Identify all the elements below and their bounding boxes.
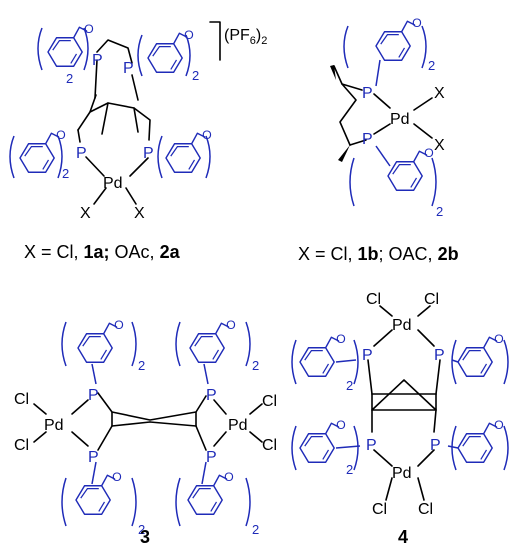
wedge-bond xyxy=(338,145,350,162)
palladium-atom: Pd xyxy=(392,465,412,482)
caption-1a-2a: X = Cl, 1a; OAc, 2a xyxy=(24,242,181,262)
palladium-atom: Pd xyxy=(44,417,64,434)
subscript-2: 2 xyxy=(428,58,435,73)
chloride-ligand: Cl xyxy=(366,291,381,308)
chloride-ligand: Cl xyxy=(424,291,439,308)
compound-label-3: 3 xyxy=(140,527,150,547)
phosphorus-atom: P xyxy=(362,131,373,148)
phosphorus-atom: P xyxy=(362,347,373,364)
phosphorus-atom: P xyxy=(88,387,99,404)
x-ligand: X xyxy=(80,205,91,222)
subscript-2: 2 xyxy=(252,358,259,373)
palladium-atom: Pd xyxy=(228,417,248,434)
chloride-ligand: Cl xyxy=(14,391,29,408)
subscript-2: 2 xyxy=(346,378,353,393)
phosphorus-atom: P xyxy=(206,387,217,404)
phosphorus-atom: P xyxy=(206,449,217,466)
compound-3: 2 2 2 2 P P P P Pd Pd Cl Cl Cl Cl 3 xyxy=(14,317,277,547)
subscript-2: 2 xyxy=(192,68,199,83)
chloride-ligand: Cl xyxy=(262,393,277,410)
subscript-2: 2 xyxy=(62,166,69,181)
chloride-ligand: Cl xyxy=(14,437,29,454)
palladium-atom: Pd xyxy=(103,175,123,192)
phosphorus-atom: P xyxy=(434,347,445,364)
x-ligand: X xyxy=(134,205,145,222)
subscript-2: 2 xyxy=(138,522,145,537)
phosphorus-atom: P xyxy=(143,145,154,162)
chloride-ligand: Cl xyxy=(418,501,433,518)
caption-1b-2b: X = Cl, 1b; OAC, 2b xyxy=(298,244,459,264)
x-ligand: X xyxy=(434,85,445,102)
counterion: (PF6)2 xyxy=(224,27,267,47)
phosphorus-atom: P xyxy=(76,145,87,162)
phosphorus-atom: P xyxy=(88,449,99,466)
chloride-ligand: Cl xyxy=(262,437,277,454)
compound-1a-2a: 2 2 2 P P P P Pd X X (PF6)2 X = Cl, 1a; … xyxy=(9,21,267,262)
subscript-2: 2 xyxy=(252,522,259,537)
chloride-ligand: Cl xyxy=(372,501,387,518)
subscript-2: 2 xyxy=(346,462,353,477)
x-ligand: X xyxy=(434,137,445,154)
palladium-atom: Pd xyxy=(390,111,410,128)
subscript-2: 2 xyxy=(66,71,73,86)
phosphorus-atom: P xyxy=(92,52,103,69)
compound-1b-2b: 2 2 P P Pd X X X = Cl, 1b; OAC, 2b xyxy=(298,15,459,264)
phosphorus-atom: P xyxy=(123,60,134,77)
phosphorus-atom: P xyxy=(366,437,377,454)
compound-4: 2 2 P P P P Pd Pd Cl Cl Cl Cl 4 xyxy=(291,291,509,547)
subscript-2: 2 xyxy=(138,358,145,373)
palladium-atom: Pd xyxy=(392,317,412,334)
phosphorus-atom: P xyxy=(430,437,441,454)
phosphorus-atom: P xyxy=(362,85,373,102)
compound-label-4: 4 xyxy=(398,527,408,547)
subscript-2: 2 xyxy=(436,204,443,219)
